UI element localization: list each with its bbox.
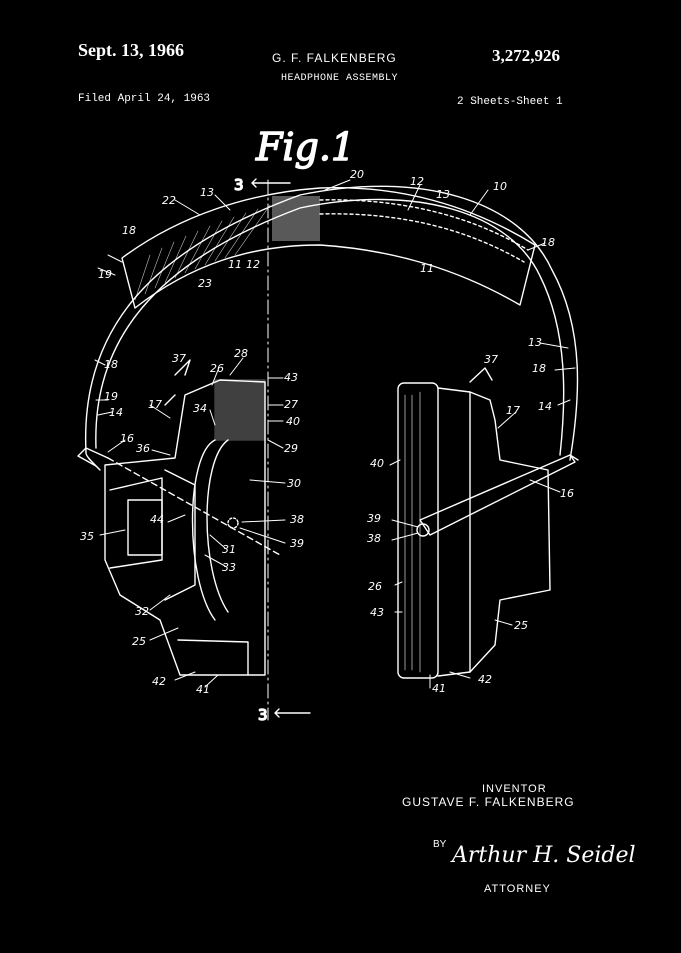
patent-number: 3,272,926 — [492, 46, 560, 65]
ref-14b: 14 — [109, 406, 123, 419]
ref-41b: 41 — [196, 683, 210, 696]
ref-33: 33 — [222, 561, 236, 574]
ref-30: 30 — [287, 477, 301, 490]
ref-25a: 25 — [514, 619, 528, 632]
ref-42b: 42 — [152, 675, 166, 688]
ref-14a: 14 — [538, 400, 552, 413]
ref-17a: 17 — [506, 404, 520, 417]
ref-11b: 11 — [228, 258, 242, 271]
right-earcup — [397, 367, 579, 679]
ref-20: 20 — [350, 168, 364, 181]
ref-18a: 18 — [541, 236, 555, 249]
ref-13b: 13 — [528, 336, 542, 349]
by-label: BY — [433, 839, 447, 850]
ref-18c: 18 — [122, 224, 136, 237]
inventor-header: G. F. FALKENBERG — [272, 51, 397, 65]
ref-29: 29 — [284, 442, 298, 455]
ref-35: 35 — [80, 530, 94, 543]
ref-26a: 26 — [368, 580, 382, 593]
ref-18b: 18 — [532, 362, 546, 375]
ref-39b: 39 — [290, 537, 304, 550]
ref-28: 28 — [234, 347, 248, 360]
right-pivot — [416, 523, 430, 537]
ref-34: 34 — [193, 402, 207, 415]
right-cushion — [397, 382, 439, 679]
ref-40a: 40 — [370, 457, 384, 470]
sheet-count: 2 Sheets-Sheet 1 — [457, 96, 563, 108]
ref-19b: 19 — [104, 390, 118, 403]
ref-12b: 12 — [246, 258, 260, 271]
patent-title: HEADPHONE ASSEMBLY — [281, 73, 399, 84]
inventor-name: GUSTAVE F. FALKENBERG — [402, 795, 575, 809]
ref-19a: 19 — [98, 268, 112, 281]
ref-44: 44 — [150, 513, 164, 526]
left-cushion-top-fill — [214, 379, 266, 441]
filed-date: Filed April 24, 1963 — [78, 93, 211, 105]
pad-section-fill — [272, 196, 320, 241]
headband-outer — [84, 185, 579, 461]
headband-inner — [95, 198, 565, 456]
reference-numerals: 10 12 20 13 18 11 13 18 14 37 17 16 40 3… — [80, 168, 574, 696]
leader-lines — [94, 179, 576, 689]
ref-16a: 16 — [560, 487, 574, 500]
ref-42a: 42 — [478, 673, 492, 686]
ref-13c: 13 — [200, 186, 214, 199]
pad-dashed-line — [319, 199, 529, 251]
ref-39a: 39 — [367, 512, 381, 525]
ref-12: 12 — [410, 175, 424, 188]
section-arrow-bottom — [274, 708, 311, 718]
ref-36: 36 — [136, 442, 150, 455]
section-mark-bottom: 3 — [258, 706, 268, 724]
left-earcup — [77, 359, 281, 676]
patent-date: Sept. 13, 1966 — [78, 40, 185, 60]
ref-22: 22 — [162, 194, 176, 207]
pad-dashed-line-2 — [319, 213, 525, 263]
left-driver-block — [127, 499, 163, 556]
ref-37a: 37 — [484, 353, 498, 366]
ref-43a: 43 — [370, 606, 384, 619]
ref-13a: 13 — [436, 188, 450, 201]
ref-18d: 18 — [104, 358, 118, 371]
section-mark-top: 3 — [234, 176, 244, 194]
ref-17b: 17 — [148, 398, 162, 411]
ref-38b: 38 — [290, 513, 304, 526]
ref-40b: 40 — [286, 415, 300, 428]
ref-32: 32 — [135, 605, 149, 618]
ref-31: 31 — [222, 543, 236, 556]
ref-43b: 43 — [284, 371, 298, 384]
ref-16b: 16 — [120, 432, 134, 445]
ref-26b: 26 — [210, 362, 224, 375]
ref-37b: 37 — [172, 352, 186, 365]
ref-41a: 41 — [432, 682, 446, 695]
inventor-label: INVENTOR — [482, 783, 547, 795]
ref-25b: 25 — [132, 635, 146, 648]
figure-label: Fig.1 — [255, 125, 355, 169]
attorney-label: ATTORNEY — [484, 883, 551, 895]
section-arrow-top — [251, 178, 291, 188]
ref-11a: 11 — [420, 262, 434, 275]
ref-23: 23 — [198, 277, 212, 290]
ref-10: 10 — [493, 180, 507, 193]
attorney-signature: Arthur H. Seidel — [450, 843, 636, 868]
ref-38a: 38 — [367, 532, 381, 545]
right-yoke-rod — [419, 454, 576, 536]
ref-27: 27 — [284, 398, 298, 411]
pad-hatching — [134, 204, 271, 301]
headband-pad — [121, 187, 536, 309]
